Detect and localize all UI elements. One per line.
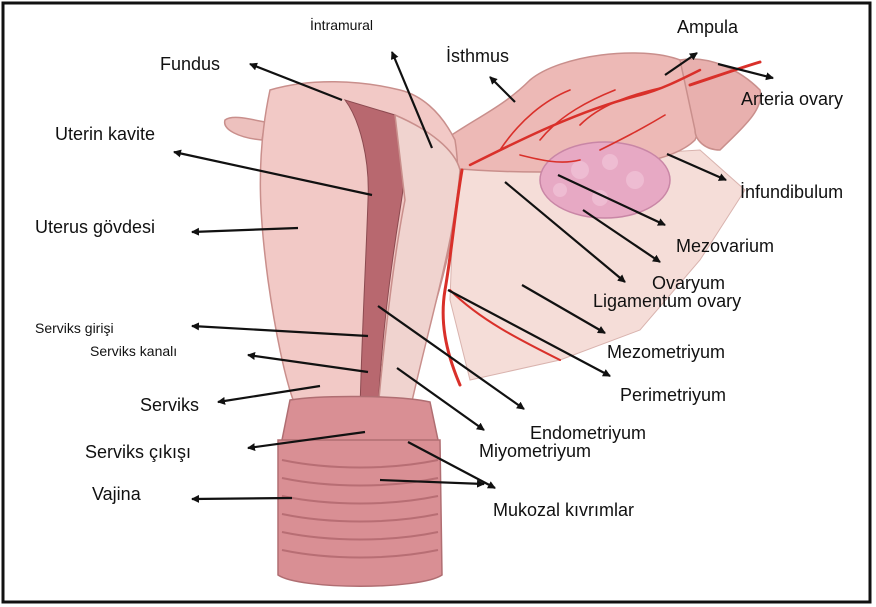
label-perimetriyum: Perimetriyum	[620, 385, 726, 405]
label-endometriyum: Endometriyum	[530, 423, 646, 443]
label-isthmus: İsthmus	[446, 46, 509, 66]
vagina-shape	[278, 440, 442, 586]
label-uterin-kavite: Uterin kavite	[55, 124, 155, 144]
label-intramural: İntramural	[310, 16, 373, 33]
label-vajina: Vajina	[92, 484, 142, 504]
ovary-follicle	[553, 183, 567, 197]
label-miyometriyum: Miyometriyum	[479, 441, 591, 461]
label-serviks-kanali: Serviks kanalı	[90, 343, 177, 359]
label-mukozal-kivrimlar: Mukozal kıvrımlar	[493, 500, 634, 520]
label-ovaryum: Ovaryum	[652, 273, 725, 293]
ovary-follicle	[602, 154, 618, 170]
arrow-vajina	[192, 498, 292, 499]
label-mezovarium: Mezovarium	[676, 236, 774, 256]
label-serviks: Serviks	[140, 395, 199, 415]
label-uterus-govdesi: Uterus gövdesi	[35, 217, 155, 237]
ovary-follicle	[571, 161, 589, 179]
label-fundus: Fundus	[160, 54, 220, 74]
ovary-shape	[540, 142, 670, 218]
label-ligamentum-ovary: Ligamentum ovary	[593, 291, 741, 311]
label-serviks-cikisi: Serviks çıkışı	[85, 442, 191, 462]
label-serviks-girisi: Serviks girişi	[35, 320, 114, 336]
ovary-follicle	[626, 171, 644, 189]
label-ampula: Ampula	[677, 17, 739, 37]
label-mezometriyum: Mezometriyum	[607, 342, 725, 362]
label-infundibulum: İnfundibulum	[740, 182, 843, 202]
label-arteria-ovary: Arteria ovary	[741, 89, 843, 109]
